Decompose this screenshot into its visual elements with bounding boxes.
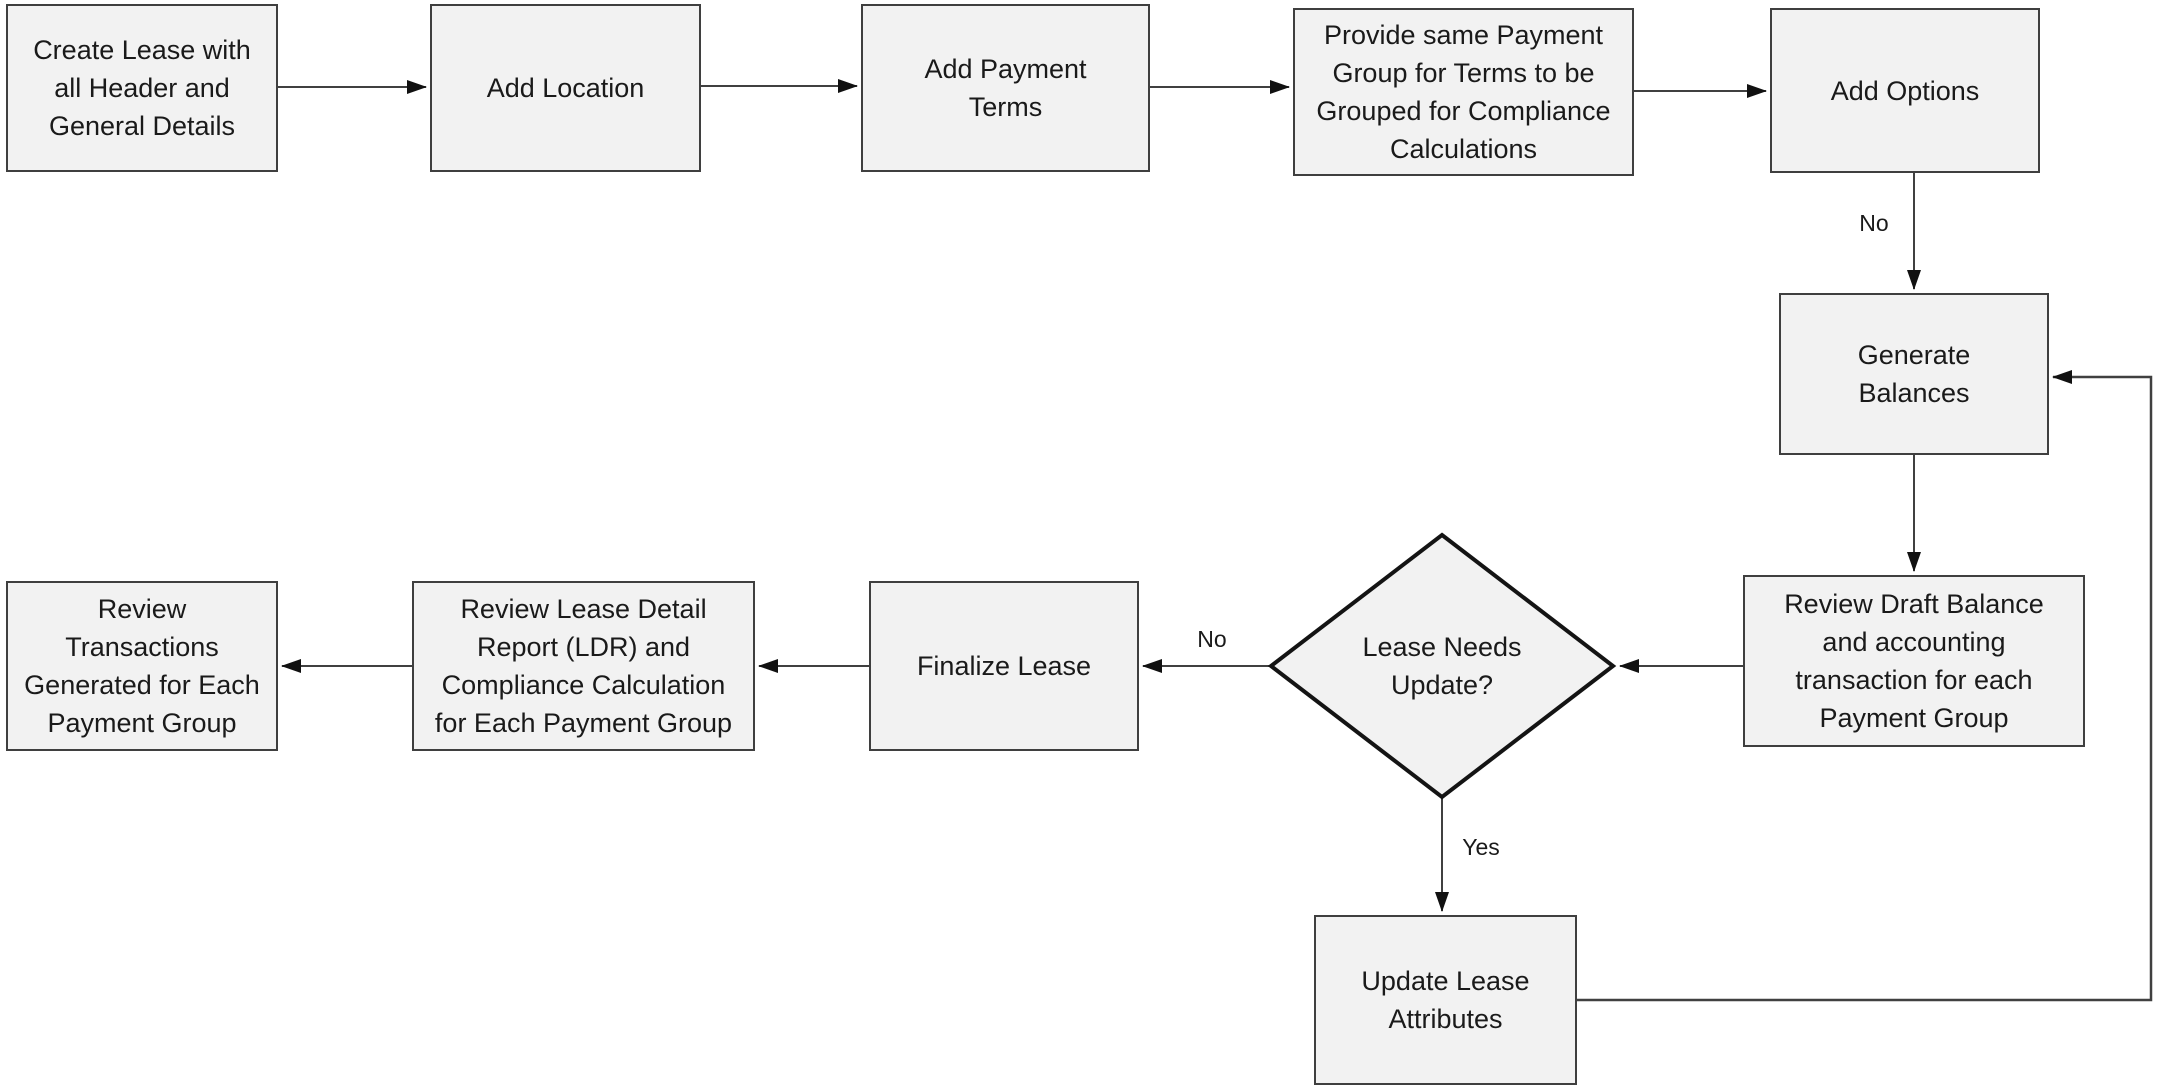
node-review-transactions: Review Transactions Generated for Each P…	[6, 581, 278, 751]
decision-diamond-shape	[1267, 532, 1617, 800]
node-generate-balances: Generate Balances	[1779, 293, 2049, 455]
node-add-location: Add Location	[430, 4, 701, 172]
node-add-payment-terms: Add Payment Terms	[861, 4, 1150, 172]
node-review-draft-balance: Review Draft Balance and accounting tran…	[1743, 575, 2085, 747]
edge-label-no-add-options: No	[1840, 208, 1908, 238]
edge-label-yes-decision: Yes	[1444, 832, 1518, 862]
node-lease-needs-update-decision: Lease Needs Update?	[1362, 632, 1522, 700]
node-update-lease-attributes: Update Lease Attributes	[1314, 915, 1577, 1085]
node-add-options: Add Options	[1770, 8, 2040, 173]
edge-label-no-decision: No	[1178, 624, 1246, 654]
node-payment-group: Provide same Payment Group for Terms to …	[1293, 8, 1634, 176]
node-review-ldr: Review Lease Detail Report (LDR) and Com…	[412, 581, 755, 751]
node-create-lease: Create Lease with all Header and General…	[6, 4, 278, 172]
connector-update-lease-to-generate-balances	[1577, 370, 2153, 1002]
node-finalize-lease: Finalize Lease	[869, 581, 1139, 751]
